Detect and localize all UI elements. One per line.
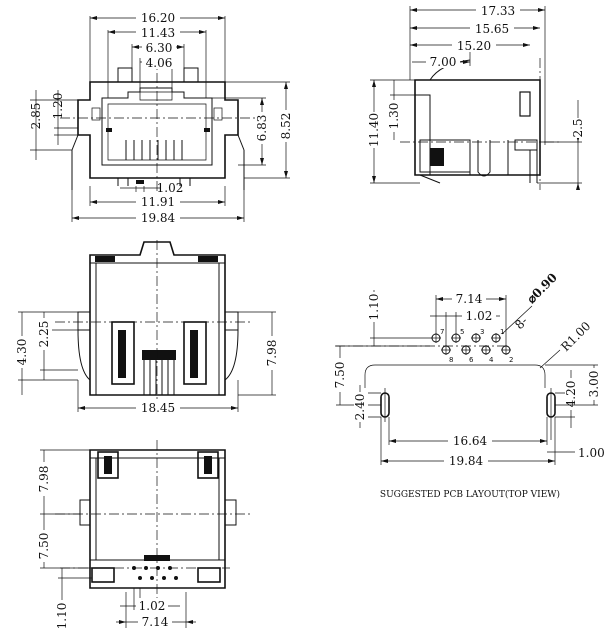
top-view: 2.25 4.30 7.98 18.45 <box>15 240 280 415</box>
pcb-pin-span: 7.14 <box>456 292 483 306</box>
top-height-body: 4.30 <box>15 339 29 366</box>
bottom-height-lower: 7.50 <box>37 533 51 560</box>
front-contacts <box>125 140 183 160</box>
bottom-pin-span: 7.14 <box>142 615 169 629</box>
pcb-layout: 1 2 3 4 5 6 7 8 7.14 1.02 1.10 8- <box>333 270 605 500</box>
front-width-overall: 19.84 <box>141 211 176 225</box>
side-length-body: 15.20 <box>457 39 491 53</box>
side-height-offset: 1.30 <box>387 103 401 130</box>
pcb-corner-radius: R1.00 <box>558 319 593 354</box>
pcb-pin-number: 3 <box>480 328 484 336</box>
front-view: 16.20 11.43 6.30 4.06 2.85 1.20 <box>29 10 294 225</box>
side-view: 17.33 15.65 15.20 7.00 11.40 1.30 <box>367 3 586 190</box>
front-width-top: 16.20 <box>141 11 175 25</box>
pcb-peg-diameter: 1.00 <box>578 446 605 460</box>
bottom-view: 7.98 7.50 1.10 1.02 7.14 <box>37 440 250 632</box>
pcb-peg-offset: 3.00 <box>587 371 601 398</box>
side-length-mid: 15.65 <box>475 22 509 36</box>
front-height-tab: 2.85 <box>29 103 43 130</box>
pcb-pin-number: 1 <box>500 328 504 336</box>
pcb-pin-number: 8 <box>449 356 453 364</box>
top-height-tab: 2.25 <box>37 321 51 348</box>
pcb-holes <box>431 333 511 355</box>
front-width-mid: 11.43 <box>141 26 175 40</box>
pcb-pin-number: 7 <box>440 328 444 336</box>
bottom-pin-pitch: 1.02 <box>139 599 166 613</box>
pcb-peg-span: 16.64 <box>453 434 488 448</box>
pcb-pin-pitch: 1.02 <box>466 309 493 323</box>
bottom-height-pin: 1.10 <box>55 603 69 630</box>
pcb-hole-count: 8- <box>512 314 530 332</box>
front-pin-span: 11.91 <box>141 195 175 209</box>
pcb-hole-diameter: ⌀0.90 <box>524 270 560 306</box>
top-height-right: 7.98 <box>265 340 279 367</box>
pcb-peg-length: 2.40 <box>353 394 367 421</box>
pcb-pin-number: 2 <box>509 356 513 364</box>
top-pins <box>142 350 176 395</box>
front-pin-pitch: 1.02 <box>157 181 184 195</box>
pcb-pin-number: 6 <box>469 356 474 364</box>
side-height-overall: 11.40 <box>367 113 381 147</box>
pcb-row-to-peg: 7.50 <box>333 362 347 389</box>
pcb-row-offset: 1.10 <box>367 294 381 321</box>
pcb-overall-width: 19.84 <box>449 454 484 468</box>
front-width-inner: 6.30 <box>146 41 173 55</box>
front-height-tab2: 1.20 <box>51 93 65 120</box>
pcb-pin-number: 5 <box>460 328 464 336</box>
side-pin-length: 7.00 <box>430 55 457 69</box>
pcb-pin-number: 4 <box>489 356 494 364</box>
front-height-total: 8.52 <box>279 113 293 140</box>
side-pin-height: 2.5 <box>571 118 585 137</box>
bottom-height-upper: 7.98 <box>37 466 51 493</box>
pcb-peg-height: 4.20 <box>564 381 578 408</box>
top-width: 18.45 <box>141 401 175 415</box>
front-width-key: 4.06 <box>146 56 173 70</box>
pcb-caption: SUGGESTED PCB LAYOUT(TOP VIEW) <box>380 489 560 500</box>
front-height-opening: 6.83 <box>255 115 269 142</box>
side-length-overall: 17.33 <box>481 4 515 18</box>
